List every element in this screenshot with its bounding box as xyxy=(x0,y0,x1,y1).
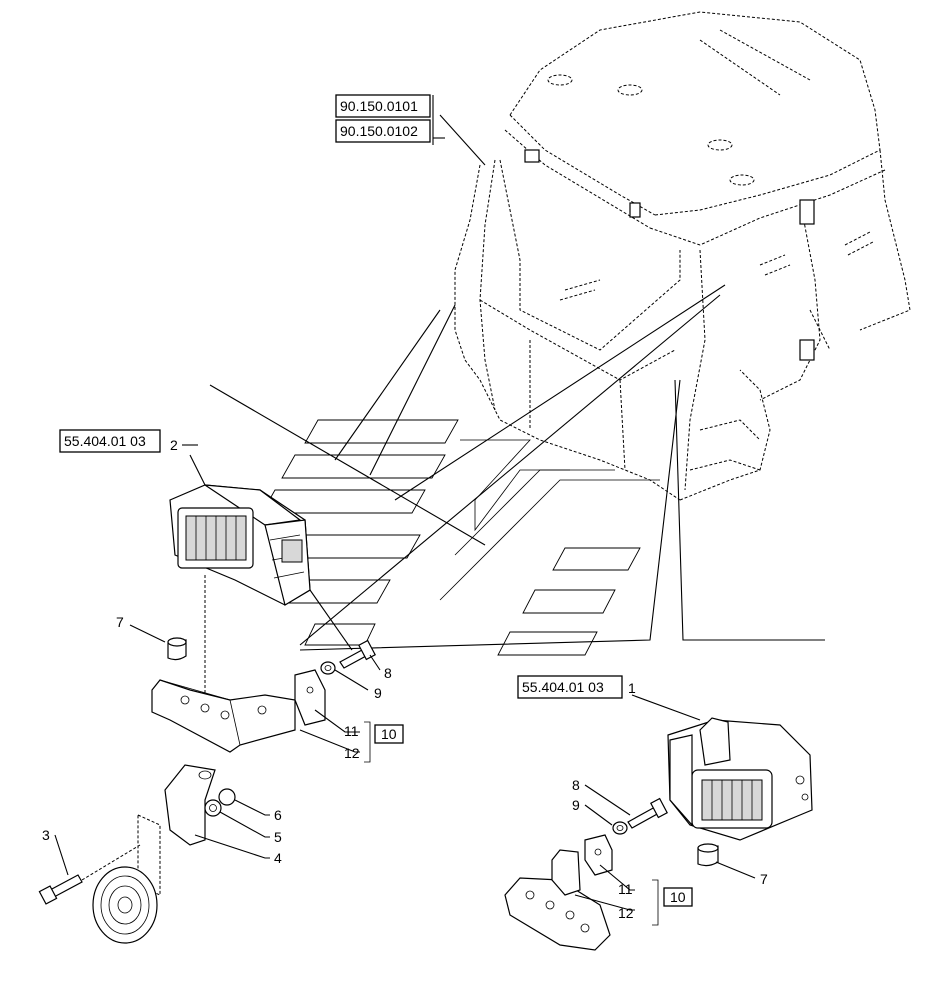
ref-left-lamp: 55.404.01 03 xyxy=(64,433,146,449)
callout-right-lamp: 1 xyxy=(628,680,636,696)
callout-right-washer: 9 xyxy=(572,797,580,813)
callout-left-screw: 3 xyxy=(42,827,50,843)
left-bolt xyxy=(339,639,376,669)
left-washer xyxy=(320,661,336,675)
ref-cab-1: 90.150.0101 xyxy=(340,98,418,114)
left-screw xyxy=(38,874,83,905)
callout-right-kit-a: 11 xyxy=(618,881,633,897)
callout-right-kit-b: 12 xyxy=(618,905,634,921)
callout-left-bracket: 4 xyxy=(274,850,282,866)
callout-left-kit-b: 12 xyxy=(344,745,360,761)
callout-left-washer-b: 5 xyxy=(274,829,282,845)
callout-right-kit: 10 xyxy=(670,889,686,905)
left-work-lamp xyxy=(169,484,311,606)
right-bolt xyxy=(627,797,668,829)
leader-left-cap xyxy=(129,624,166,643)
right-work-lamp xyxy=(667,717,813,841)
left-horn xyxy=(92,814,161,944)
callout-left-nut: 6 xyxy=(274,807,282,823)
ref-cab-2: 90.150.0102 xyxy=(340,123,418,139)
left-lamp-bracket xyxy=(164,764,236,846)
callout-left-bolt: 8 xyxy=(384,665,392,681)
ref-box-cab-1: 90.150.0101 xyxy=(335,94,431,118)
leader-left-lamp xyxy=(189,454,206,486)
ref-box-right-lamp: 55.404.01 03 xyxy=(517,675,623,699)
ref-box-cab-2: 90.150.0102 xyxy=(335,119,431,143)
ref-box-left-lamp: 55.404.01 03 xyxy=(59,429,161,453)
left-mounting-base xyxy=(151,669,326,753)
ref-right-lamp: 55.404.01 03 xyxy=(522,679,604,695)
callout-left-kit: 10 xyxy=(381,726,397,742)
left-rubber-cap xyxy=(167,637,187,661)
leader-lines xyxy=(209,95,825,651)
callout-left-lamp: 2 xyxy=(170,437,178,453)
callout-right-bolt: 8 xyxy=(572,777,580,793)
right-rubber-cap xyxy=(697,843,719,867)
callout-right-cap: 7 xyxy=(760,871,768,887)
callout-left-washer: 9 xyxy=(374,685,382,701)
callout-left-kit-a: 11 xyxy=(344,723,359,739)
brand-watermark-logo xyxy=(261,419,660,656)
tractor-cab-outline xyxy=(454,11,911,501)
left-kit-box xyxy=(374,724,404,744)
right-kit-box xyxy=(663,887,693,907)
right-washer xyxy=(612,821,628,835)
callout-left-cap: 7 xyxy=(116,614,124,630)
right-mounting-base xyxy=(504,834,613,951)
